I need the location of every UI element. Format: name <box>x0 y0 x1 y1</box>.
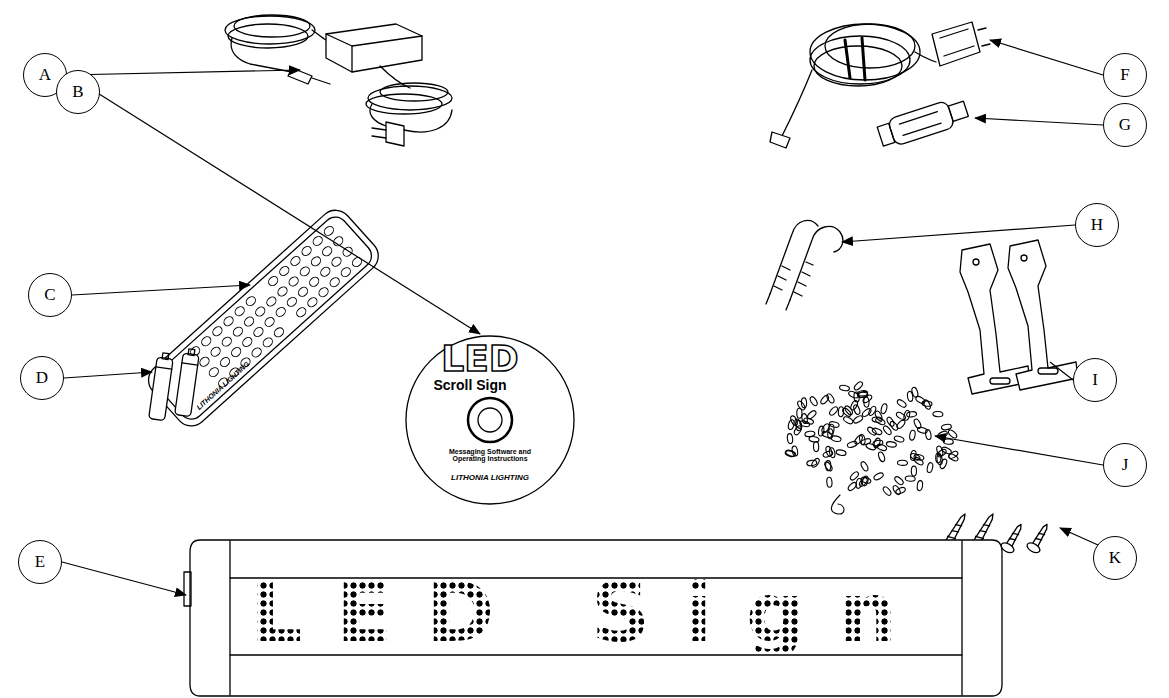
screw-hooks <box>766 220 843 310</box>
callout-circle: E <box>18 540 62 584</box>
callout-circle: C <box>28 273 72 317</box>
mounting-brackets <box>960 240 1078 394</box>
callout-circle: I <box>1073 358 1117 402</box>
chain <box>785 381 959 515</box>
cd-title: LED <box>440 340 520 378</box>
callout-letter: H <box>1091 215 1103 235</box>
leader-arrows <box>62 40 1103 595</box>
serial-cable <box>770 22 990 148</box>
power-adapter <box>225 15 452 146</box>
callout-letter: K <box>1109 548 1121 568</box>
callout-circle: K <box>1093 536 1137 580</box>
callout-letter: A <box>39 65 51 85</box>
callout-letter: C <box>44 285 55 305</box>
callout-letter: D <box>36 368 48 388</box>
callout-letter: J <box>1122 455 1129 475</box>
batteries <box>149 348 200 421</box>
cd-disc <box>406 336 574 504</box>
callout-circle: F <box>1103 53 1147 97</box>
callout-circle: B <box>56 70 100 114</box>
remote-control <box>142 204 385 433</box>
callout-letter: I <box>1092 370 1098 390</box>
callout-circle: G <box>1103 103 1147 147</box>
cd-text: Messaging Software and Operating Instruc… <box>440 448 540 463</box>
callout-letter: G <box>1119 115 1131 135</box>
callout-letter: F <box>1120 65 1129 85</box>
cd-subtitle: Scroll Sign <box>420 378 520 393</box>
sign-display-text: LED Sign <box>250 572 970 654</box>
remote-buttons <box>189 225 364 389</box>
led-sign <box>184 540 1002 696</box>
callout-circle: J <box>1103 443 1147 487</box>
callout-circle: D <box>20 356 64 400</box>
callout-letter: B <box>72 82 83 102</box>
brand-text: LITHONIA LIGHTING <box>440 474 540 482</box>
callout-letter: E <box>35 552 45 572</box>
callout-circle: H <box>1075 203 1119 247</box>
usb-adapter <box>876 95 970 149</box>
